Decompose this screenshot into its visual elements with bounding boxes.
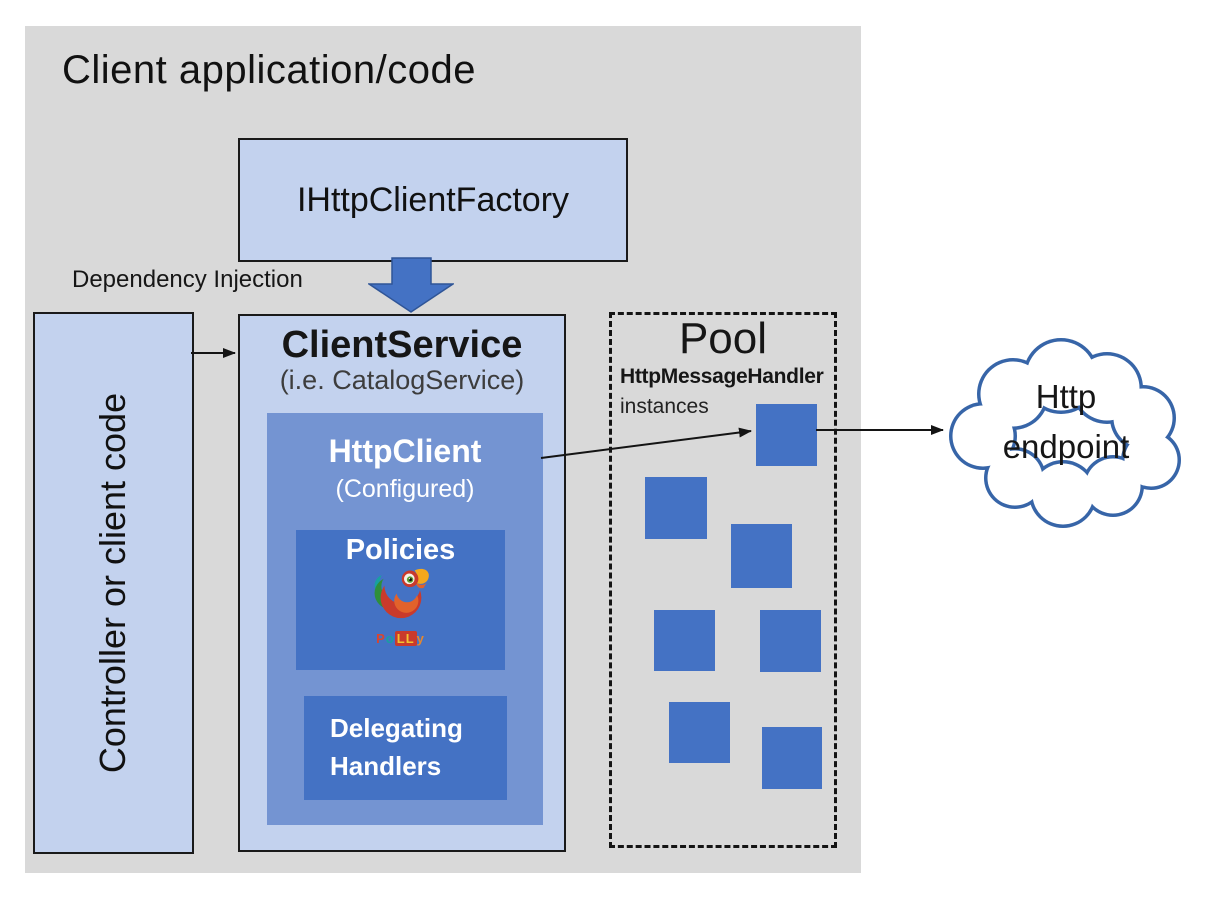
down-arrow-icon xyxy=(368,257,454,313)
pool-box: Pool HttpMessageHandler instances xyxy=(609,312,837,848)
httpclient-subtitle: (Configured) xyxy=(335,474,475,503)
delegating-handlers-label: Delegating Handlers xyxy=(330,713,463,781)
handler-instance-square xyxy=(731,524,792,588)
httpclient-title: HttpClient xyxy=(328,433,482,469)
polly-letter: o xyxy=(385,631,395,647)
handler-instance-square xyxy=(645,477,707,539)
handler-instance-square xyxy=(669,702,730,763)
polly-letter: P xyxy=(376,631,386,647)
handler-instance-square xyxy=(762,727,822,789)
http-endpoint-label: Http endpoint xyxy=(935,372,1197,471)
policies-title: Policies xyxy=(345,534,456,566)
httpclient-box: HttpClient (Configured) Policies xyxy=(267,413,543,825)
clientservice-subtitle: (i.e. CatalogService) xyxy=(279,364,525,395)
dependency-injection-label: Dependency Injection xyxy=(72,266,303,293)
controller-box: Controller or client code xyxy=(33,312,194,854)
polly-letter: y xyxy=(416,631,425,647)
pool-handler-type-label: HttpMessageHandler xyxy=(620,365,824,389)
ihttpclientfactory-box: IHttpClientFactory xyxy=(238,138,628,262)
handler-instance-square xyxy=(760,610,821,672)
http-endpoint-line2: endpoint xyxy=(1002,427,1130,465)
client-application-title: Client application/code xyxy=(62,48,476,92)
delegating-handlers-box: Delegating Handlers xyxy=(304,696,507,800)
clientservice-box: ClientService (i.e. CatalogService) Http… xyxy=(238,314,566,852)
handler-instance-square xyxy=(654,610,715,671)
http-endpoint-cloud xyxy=(949,338,1181,528)
ihttpclientfactory-label: IHttpClientFactory xyxy=(296,180,570,219)
polly-letter: LL xyxy=(394,631,417,647)
pool-instances-label: instances xyxy=(620,395,709,419)
handler-instance-square xyxy=(756,404,817,466)
controller-label: Controller or client code xyxy=(92,392,134,774)
http-endpoint-line1: Http xyxy=(1035,378,1097,415)
pool-title: Pool xyxy=(678,314,768,363)
polly-parrot-icon xyxy=(374,567,429,619)
clientservice-title: ClientService xyxy=(281,324,523,366)
policies-box: Policies xyxy=(296,530,505,670)
